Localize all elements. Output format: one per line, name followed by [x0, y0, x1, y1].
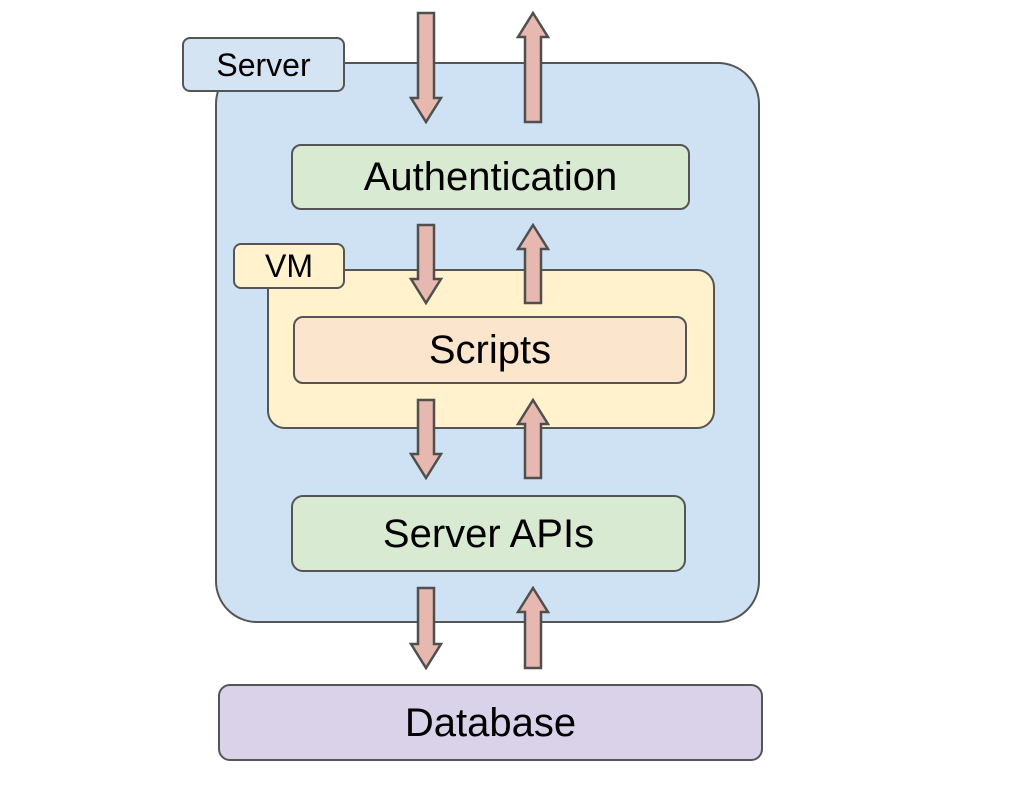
- server-apis-node: Server APIs: [291, 495, 686, 572]
- arrow-down-icon-authentication-scripts: [409, 223, 443, 305]
- vm-container-label: VM: [233, 243, 345, 289]
- arrow-down-icon-external-authentication: [409, 11, 443, 124]
- arrow-up-icon-authentication-external: [516, 11, 550, 124]
- vm-label-text: VM: [265, 248, 313, 284]
- authentication-label-text: Authentication: [363, 155, 618, 199]
- arrow-up-icon-server-apis-scripts: [516, 398, 550, 480]
- database-label-text: Database: [404, 700, 577, 745]
- database-node: Database: [218, 684, 763, 761]
- arrow-up-icon-database-server-apis: [516, 586, 550, 670]
- scripts-node: Scripts: [293, 316, 687, 384]
- server-apis-label-text: Server APIs: [382, 511, 595, 556]
- server-label-text: Server: [216, 46, 311, 83]
- authentication-node: Authentication: [291, 144, 690, 210]
- scripts-label-text: Scripts: [428, 328, 552, 372]
- arrow-down-icon-server-apis-database: [409, 586, 443, 670]
- server-container-label: Server: [182, 37, 345, 92]
- arrow-up-icon-scripts-authentication: [516, 223, 550, 305]
- arrow-down-icon-scripts-server-apis: [409, 398, 443, 480]
